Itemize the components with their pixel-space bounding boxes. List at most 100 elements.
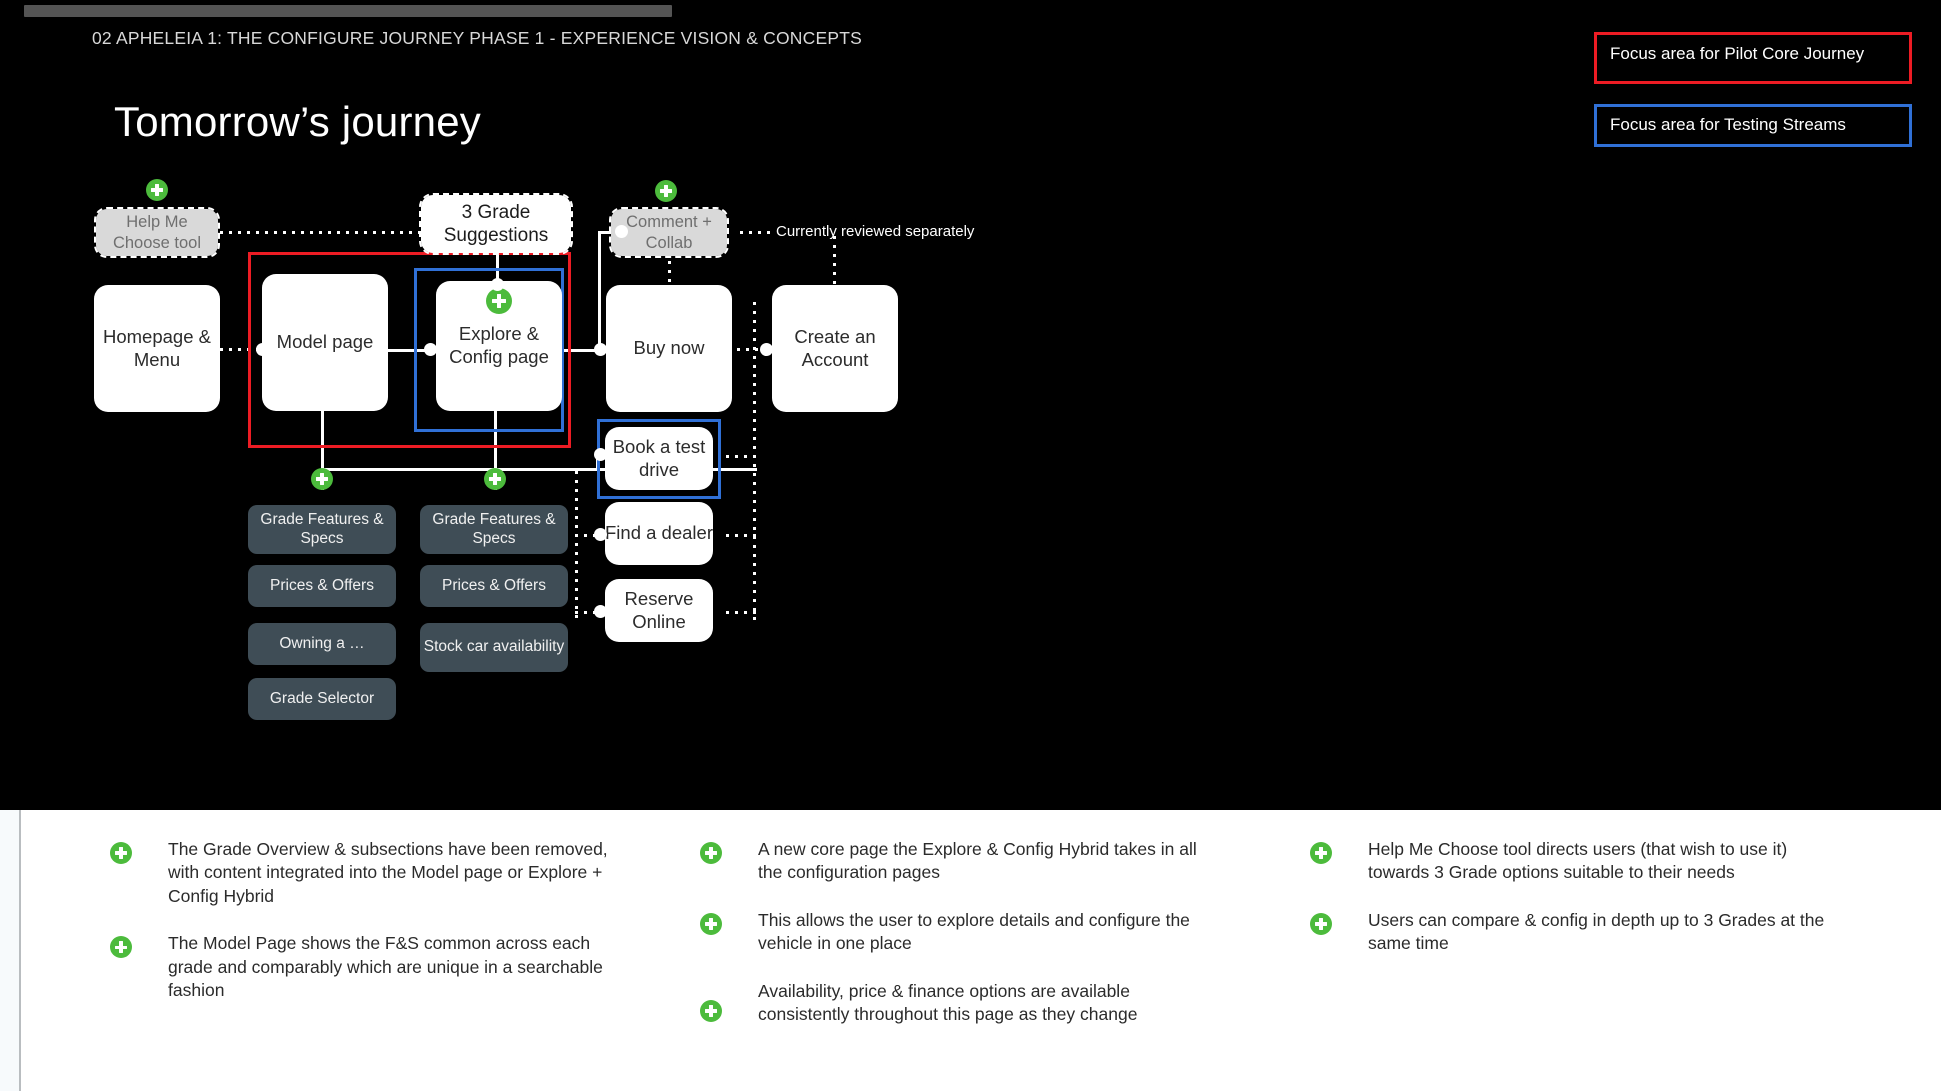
plus-icon-note: [1310, 912, 1332, 935]
connector-left-spine-lower: [575, 471, 578, 621]
plus-icon-note: [700, 999, 722, 1022]
node-find-a-dealer-label: Find a dealer: [605, 522, 713, 544]
connector-reserve-online-right: [726, 611, 756, 614]
note-item: The Grade Overview & subsections have be…: [110, 838, 630, 908]
connector-to-find-dealer: [575, 534, 607, 537]
notes-left-strip: [0, 810, 19, 1091]
node-model-page[interactable]: Model page: [262, 274, 388, 411]
node-model-grade-features-specs[interactable]: Grade Features & Specs: [248, 505, 396, 554]
node-find-a-dealer[interactable]: Find a dealer: [605, 502, 713, 565]
notes-column-2: A new core page the Explore & Config Hyb…: [700, 838, 1210, 1051]
note-item: Availability, price & finance options ar…: [700, 980, 1210, 1027]
connector-bottom-bus: [321, 468, 757, 471]
node-model-owning-a[interactable]: Owning a …: [248, 623, 396, 665]
node-reserve-online[interactable]: Reserve Online: [605, 579, 713, 642]
node-explore-config-page-label: Explore & Config page: [449, 323, 549, 367]
plus-icon-explore-config: [486, 288, 512, 314]
page-title: Tomorrow’s journey: [114, 98, 481, 145]
node-comment-collab[interactable]: Comment + Collab: [609, 207, 729, 258]
note-text: Users can compare & config in depth up t…: [1368, 909, 1825, 954]
notes-panel: The Grade Overview & subsections have be…: [0, 810, 1941, 1091]
note-item: Help Me Choose tool directs users (that …: [1310, 838, 1830, 885]
node-explore-prices-offers-label: Prices & Offers: [442, 576, 546, 594]
label-currently-reviewed-separately: Currently reviewed separately: [776, 223, 975, 240]
connector-to-reserve-online: [575, 611, 607, 614]
node-help-me-choose-tool[interactable]: Help Me Choose tool: [94, 207, 220, 258]
connector-commentcollab-elbow-top: [598, 231, 622, 234]
note-item: A new core page the Explore & Config Hyb…: [700, 838, 1210, 885]
plus-icon-note: [700, 842, 722, 864]
node-book-a-test-drive-label: Book a test drive: [612, 435, 706, 480]
node-3-grade-suggestions[interactable]: 3 Grade Suggestions: [419, 193, 573, 255]
plus-icon-note: [110, 936, 132, 959]
node-model-prices-offers-label: Prices & Offers: [270, 576, 374, 594]
note-text: The Model Page shows the F&S common acro…: [168, 933, 603, 1001]
connector-helpmechoose-to-gradesuggestions: [220, 231, 430, 234]
note-text: Availability, price & finance options ar…: [758, 980, 1138, 1025]
node-3-grade-suggestions-label: 3 Grade Suggestions: [443, 201, 549, 246]
notes-column-3: Help Me Choose tool directs users (that …: [1310, 838, 1830, 980]
connector-buynow-to-createaccount: [728, 348, 772, 351]
connector-dot-finddealer-left: [594, 528, 607, 541]
connector-dot-exploreconfig-top: [491, 278, 504, 291]
connector-modelpage-to-exploreconfig: [388, 349, 438, 352]
connector-right-spine: [753, 302, 756, 622]
connector-dot-modelpage-left: [256, 343, 269, 356]
node-buy-now[interactable]: Buy now: [606, 285, 732, 412]
connector-find-dealer-right: [726, 534, 756, 537]
plus-icon-help-me-choose: [146, 179, 168, 201]
node-homepage-menu-label: Homepage & Menu: [103, 325, 211, 370]
connector-dot-exploreconfig-left: [424, 343, 437, 356]
connector-commentcollab-elbow-vertical: [598, 231, 601, 351]
plus-icon-note: [700, 912, 722, 935]
note-item: The Model Page shows the F&S common acro…: [110, 932, 630, 1002]
connector-booktestdrive-right: [726, 455, 756, 458]
node-create-an-account[interactable]: Create an Account: [772, 285, 898, 412]
node-model-grade-selector[interactable]: Grade Selector: [248, 678, 396, 720]
plus-icon-note: [1310, 842, 1332, 864]
connector-exploreconfig-to-buynow: [562, 349, 607, 352]
note-item: This allows the user to explore details …: [700, 909, 1210, 956]
legend-testing-streams-label: Focus area for Testing Streams: [1610, 115, 1846, 135]
plus-icon-explore-subnodes: [484, 468, 506, 490]
node-reserve-online-label: Reserve Online: [624, 587, 694, 632]
connector-dot-commentcollab-left: [615, 225, 628, 238]
node-homepage-menu[interactable]: Homepage & Menu: [94, 285, 220, 412]
node-model-prices-offers[interactable]: Prices & Offers: [248, 565, 396, 607]
legend-testing-streams: Focus area for Testing Streams: [1594, 104, 1912, 147]
legend-pilot-core-journey: Focus area for Pilot Core Journey: [1594, 32, 1912, 84]
legend-pilot-core-journey-label: Focus area for Pilot Core Journey: [1610, 44, 1865, 63]
node-explore-stock-car-availability-label: Stock car availability: [423, 638, 565, 656]
node-model-grade-features-specs-label: Grade Features & Specs: [260, 510, 384, 547]
node-help-me-choose-tool-label: Help Me Choose tool: [112, 213, 202, 252]
connector-commentcollab-to-buynow: [668, 252, 671, 292]
plus-icon-model-subnodes: [311, 468, 333, 490]
node-explore-grade-features-specs[interactable]: Grade Features & Specs: [420, 505, 568, 554]
focus-rect-pilot-core-journey: [248, 252, 571, 448]
node-explore-stock-car-availability[interactable]: Stock car availability: [420, 623, 568, 672]
node-explore-grade-features-specs-label: Grade Features & Specs: [432, 510, 556, 547]
node-buy-now-label: Buy now: [633, 337, 705, 359]
connector-gradesuggestions-to-exploreconfig: [496, 243, 499, 283]
connector-exploreconfig-down: [494, 408, 497, 490]
node-model-grade-selector-label: Grade Selector: [269, 689, 375, 707]
note-text: The Grade Overview & subsections have be…: [168, 839, 608, 906]
node-model-owning-a-label: Owning a …: [279, 634, 365, 652]
connector-dot-reserveonline-left: [594, 605, 607, 618]
note-text: Help Me Choose tool directs users (that …: [1368, 839, 1788, 883]
node-book-a-test-drive[interactable]: Book a test drive: [605, 427, 713, 490]
connector-reviewed-separately-drop: [833, 236, 836, 288]
plus-icon-note: [110, 842, 132, 864]
node-comment-collab-label: Comment + Collab: [626, 213, 712, 252]
focus-rect-testing-streams-explore: [414, 268, 564, 432]
plus-icon-comment-collab: [655, 180, 677, 202]
connector-modelpage-down: [321, 408, 324, 490]
connector-reviewed-separately-lead: [740, 231, 770, 234]
connector-dot-buynow-left: [594, 343, 607, 356]
note-text: This allows the user to explore details …: [758, 909, 1190, 954]
node-explore-prices-offers[interactable]: Prices & Offers: [420, 565, 568, 607]
connector-dot-booktestdrive-left: [594, 448, 607, 461]
progress-bar: [24, 5, 672, 17]
node-model-page-label: Model page: [276, 331, 374, 353]
slide-eyebrow: 02 APHELEIA 1: THE CONFIGURE JOURNEY PHA…: [92, 28, 862, 48]
